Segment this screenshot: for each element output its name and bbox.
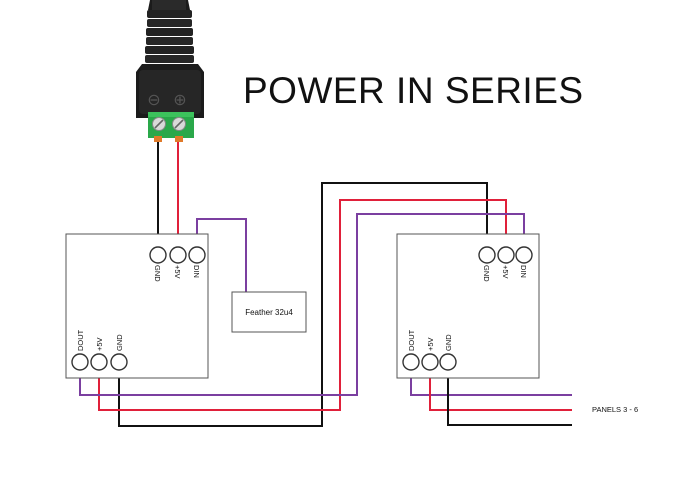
pin-label-din: DIN (519, 265, 528, 278)
pin-dout (402, 353, 420, 371)
data-wire-chain (79, 213, 525, 396)
screw-terminal-icon (152, 117, 186, 131)
pin-label-din: DIN (192, 265, 201, 278)
pin-label-gnd-in: GND (482, 265, 491, 282)
panel-right: GND +5V DIN DOUT +5V GND (396, 233, 540, 379)
feather-box (231, 291, 307, 333)
pin-label-5v-in: +5V (173, 265, 182, 279)
pin-5v-in (497, 246, 515, 264)
gnd-wire-out (447, 362, 572, 426)
pin-label-5v-out: +5V (95, 337, 104, 351)
pin-gnd-out (439, 353, 457, 371)
pin-din (188, 246, 206, 264)
pin-label-gnd-in: GND (153, 265, 162, 282)
pin-5v-out (90, 353, 108, 371)
panel-right-box (396, 233, 540, 379)
power-wire-chain (98, 199, 507, 411)
panel-left: GND +5V DIN DOUT +5V GND (65, 233, 209, 379)
pin-gnd-in (478, 246, 496, 264)
pin-din (515, 246, 533, 264)
feather-label: Feather 32u4 (245, 308, 293, 317)
feather-board: Feather 32u4 (231, 291, 307, 333)
jack-ribs (145, 10, 194, 63)
pin-label-gnd-out: GND (444, 334, 453, 351)
pin-gnd-out (110, 353, 128, 371)
pin-label-dout: DOUT (76, 329, 85, 351)
dc-barrel-jack: ⊖ ⊕ (136, 0, 204, 142)
pin-dout (71, 353, 89, 371)
pin-label-dout: DOUT (407, 329, 416, 351)
diagram-title: POWER IN SERIES (243, 70, 584, 111)
pin-5v-in (169, 246, 187, 264)
pin-label-5v-out: +5V (426, 337, 435, 351)
pin-label-5v-in: +5V (501, 265, 510, 279)
pin-5v-out (421, 353, 439, 371)
output-label: PANELS 3 - 6 (592, 405, 638, 414)
panel-left-box (65, 233, 209, 379)
pin-label-gnd-out: GND (115, 334, 124, 351)
connector-plus-symbol: ⊕ (173, 92, 186, 109)
pin-gnd-in (149, 246, 167, 264)
gnd-wire-chain (118, 182, 488, 427)
connector-minus-symbol: ⊖ (147, 92, 160, 109)
